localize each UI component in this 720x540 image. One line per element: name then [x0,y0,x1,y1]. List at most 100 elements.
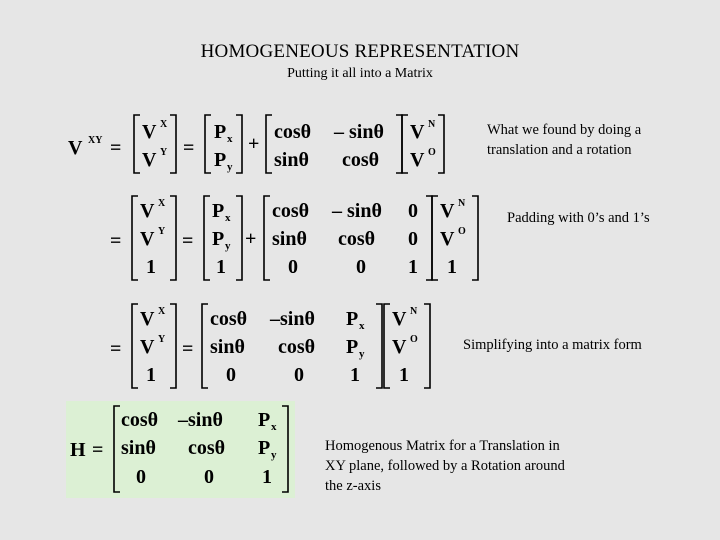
note-padding: Padding with 0’s and 1’s [507,210,650,226]
sup-x: X [158,198,166,209]
cos-entry: cosθ [274,121,311,143]
p-symbol: P [214,121,226,143]
sup-xy: XY [88,135,103,146]
sin-entry: sinθ [121,437,156,459]
cos-entry: cosθ [272,200,309,222]
zero-entry: 0 [204,466,214,488]
note-line: What we found by doing a [487,122,642,138]
sup-n: N [428,119,436,130]
note-translation-rotation: What we found by doing a translation and… [487,120,641,160]
equation-2-svg: = V X V Y 1 = P x P y 1 + cosθ – sinθ 0 … [110,195,479,281]
bracket-left [113,405,120,493]
note-homogenous-matrix: Homogenous Matrix for a Translation in X… [325,436,565,496]
v-symbol: V [68,137,83,159]
sin-entry: sinθ [210,336,245,358]
bracket-right [170,114,177,174]
equals-sign: = [110,137,121,159]
neg-sin-entry: –sinθ [269,308,315,330]
one-entry: 1 [216,256,226,278]
zero-entry: 0 [294,364,304,386]
one-entry: 1 [408,256,418,278]
bracket-right [236,114,243,174]
one-entry: 1 [262,466,272,488]
v-symbol: V [440,200,455,222]
one-entry: 1 [146,364,156,386]
note-line: Homogenous Matrix for a Translation in [325,438,560,454]
note-line: translation and a rotation [487,142,632,158]
equation-translation-rotation: V XY = V X V Y = P x P y + cosθ – sinθ s… [66,110,466,180]
sup-y: Y [160,147,168,158]
bracket-left [203,195,210,281]
equals-sign: = [183,137,194,159]
bracket-left [204,114,211,174]
cos-entry: cosθ [121,409,158,431]
neg-sin-entry: – sinθ [333,121,384,143]
zero-entry: 0 [408,228,418,250]
bracket-right [426,195,433,281]
bracket-left [263,195,270,281]
sup-x: X [160,119,168,130]
plus-sign: + [248,133,259,155]
zero-entry: 0 [288,256,298,278]
sub-y: y [225,240,231,252]
v-symbol: V [392,336,407,358]
one-entry: 1 [146,256,156,278]
v-symbol: V [440,228,455,250]
equation-matrix-form: = V X V Y 1 = cosθ –sinθ P x sinθ cosθ P… [106,301,446,393]
one-entry: 1 [350,364,360,386]
one-entry: 1 [447,256,457,278]
v-symbol: V [142,149,157,171]
zero-entry: 0 [136,466,146,488]
cos-entry: cosθ [338,228,375,250]
v-symbol: V [140,336,155,358]
bracket-right [424,303,431,389]
bracket-left [131,303,138,389]
sin-entry: sinθ [272,228,307,250]
equals-sign: = [182,338,193,360]
sub-y: y [359,348,365,360]
sub-x: x [359,320,365,332]
bracket-left [131,195,138,281]
bracket-left [401,114,408,174]
neg-sin-entry: –sinθ [177,409,223,431]
bracket-left [431,195,438,281]
sub-y: y [271,449,277,461]
v-symbol: V [140,228,155,250]
p-symbol: P [214,149,226,171]
sup-o: O [428,147,436,158]
bracket-right [170,303,177,389]
cos-entry: cosθ [188,437,225,459]
bracket-right [282,405,289,493]
equals-sign: = [110,230,121,252]
slide-title: HOMOGENEOUS REPRESENTATION [200,41,520,62]
sub-x: x [271,421,277,433]
sub-y: y [227,161,233,173]
p-symbol: P [212,228,224,250]
equation-padded: = V X V Y 1 = P x P y 1 + cosθ – sinθ 0 … [106,193,486,285]
v-symbol: V [140,308,155,330]
sup-y: Y [158,334,166,345]
sub-x: x [225,212,231,224]
plus-sign: + [245,228,256,250]
v-symbol: V [410,149,425,171]
cos-entry: cosθ [278,336,315,358]
slide-subtitle: Putting it all into a Matrix [287,66,433,81]
p-symbol: P [346,336,358,358]
h-symbol: H [70,439,86,461]
cos-entry: cosθ [342,149,379,171]
sup-n: N [458,198,466,209]
equation-3-svg: = V X V Y 1 = cosθ –sinθ P x sinθ cosθ P… [110,303,431,389]
bracket-left [201,303,208,389]
v-symbol: V [140,200,155,222]
p-symbol: P [258,437,270,459]
homogeneous-matrix-box: H = cosθ –sinθ P x sinθ cosθ P y 0 0 1 [66,401,295,498]
sup-o: O [458,226,466,237]
zero-entry: 0 [356,256,366,278]
neg-sin-entry: – sinθ [331,200,382,222]
equals-sign: = [110,338,121,360]
bracket-right [236,195,243,281]
cos-entry: cosθ [210,308,247,330]
sin-entry: sinθ [274,149,309,171]
equals-sign: = [182,230,193,252]
equation-4-svg: H = cosθ –sinθ P x sinθ cosθ P y 0 0 1 [70,405,289,493]
